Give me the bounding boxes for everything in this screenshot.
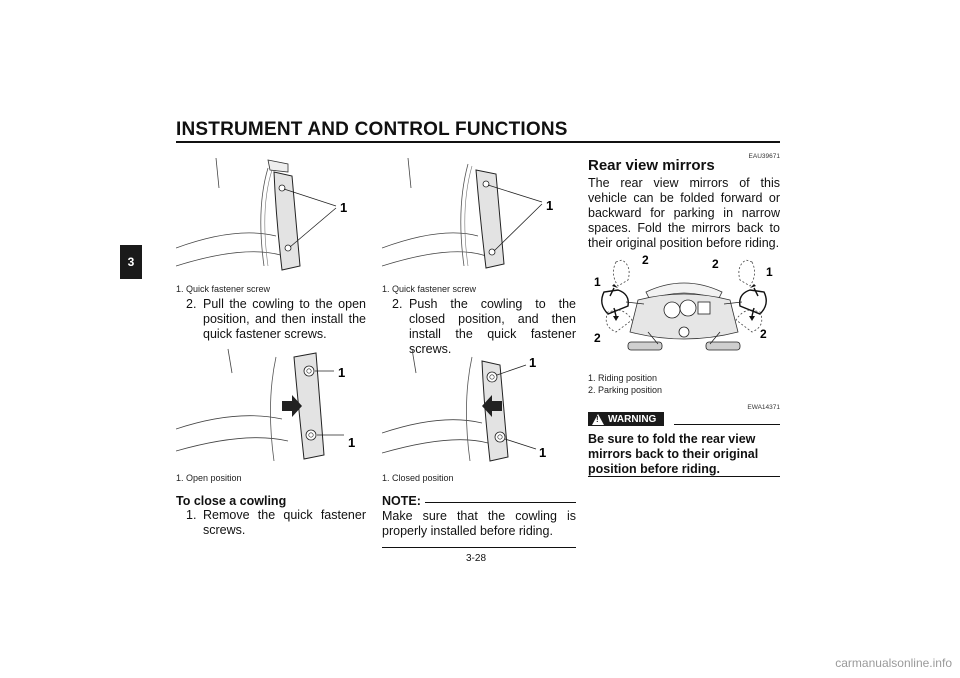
warning-text: Be sure to fold the rear view mirrors ba… [588,432,759,476]
figure-caption: 1. Open position [176,473,242,483]
mirror-callout: 1 [766,265,773,279]
mirror-callout: 2 [642,253,649,267]
figure-caption: 1. Quick fastener screw [176,284,271,294]
warning-triangle-icon: ! [592,413,604,425]
callout-1: 1 [340,200,347,215]
note-text: Make sure that the cowling is properly i… [382,509,576,538]
step-text: Push the cowling to the closed position,… [409,297,576,356]
step-number: 2. [186,297,197,311]
step-text: Pull the cowling to the open position, a… [203,297,366,341]
figure-caption: 1. Quick fastener screw [382,284,477,294]
arrow-up-icon [612,284,618,288]
arrow-left-icon [482,395,502,417]
rear-view-mirrors-illustration: 1 2 2 2 1 2 [594,253,773,351]
mirror-callout: 2 [594,331,601,345]
instruction-step: 2. Pull the cowling to the open position… [186,297,366,342]
warning-rule [674,423,780,425]
chapter-tab: 3 [120,245,142,279]
instruction-step: 2. Push the cowling to the closed positi… [392,297,576,357]
section-paragraph: The rear view mirrors of this vehicle ca… [588,176,780,250]
cowling-fastener-illustration: 1 [382,157,553,269]
section-title: Rear view mirrors [588,157,715,174]
note-rule [424,501,576,503]
arrow-down-icon [613,316,619,321]
warning-bottom-rule [588,476,780,477]
mirror-callout: 2 [712,257,719,271]
page-number: 3-28 [466,553,487,564]
figure-caption: 1. Riding position [588,373,658,383]
instruction-step: 1. Remove the quick fastener screws. [186,508,366,538]
cowling-open-illustration: 1 1 [176,348,355,462]
warning-label: WARNING [608,413,657,425]
warning-badge: ! WARNING [588,412,665,426]
callout-1: 1 [539,445,546,460]
callout-1: 1 [546,198,553,213]
arrow-up-icon [750,284,756,288]
watermark[interactable]: carmanualsonline.info [835,656,952,670]
step-text: Remove the quick fastener screws. [203,508,366,537]
mirror-callout: 1 [594,275,601,289]
note-bottom-rule [382,547,576,548]
header-rule [176,141,780,143]
callout-1: 1 [348,435,355,450]
cowling-closed-illustration: 1 1 [382,348,546,462]
reference-code: EWA14371 [747,404,780,411]
note-box: NOTE: Make sure that the cowling is prop… [382,494,576,548]
figure-caption: 2. Parking position [588,385,663,395]
arrow-right-icon [282,395,302,417]
step-number: 2. [392,297,403,311]
page-title: INSTRUMENT AND CONTROL FUNCTIONS [176,119,568,140]
step-number: 1. [186,508,197,522]
note-label: NOTE: [382,494,421,508]
warning-header: ! WARNING [588,412,780,426]
figure-caption: 1. Closed position [382,473,454,483]
callout-1: 1 [338,365,345,380]
callout-1: 1 [529,355,536,370]
subheading: To close a cowling [176,494,287,508]
mirror-callout: 2 [760,327,767,341]
cowling-fastener-illustration: 1 [176,157,347,271]
arrow-down-icon [749,316,755,321]
reference-code: EAU39671 [748,153,780,160]
